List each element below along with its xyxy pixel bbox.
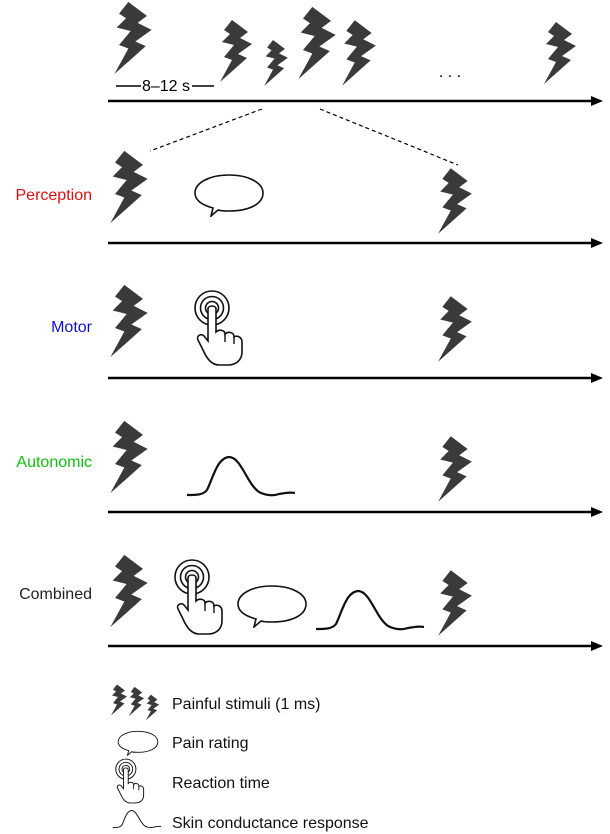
lightning-bolt-icon	[544, 22, 576, 84]
legend-item-rating: Pain rating	[117, 730, 249, 756]
legend-item-scr: Skin conductance response	[112, 810, 369, 832]
speech-bubble-icon	[237, 585, 307, 628]
lightning-bolt-icon	[438, 436, 472, 502]
touch-finger-icon	[174, 559, 223, 635]
legend-label: Pain rating	[172, 735, 249, 752]
lightning-bolt-icon	[110, 420, 148, 494]
legend-label: Reaction time	[172, 775, 270, 792]
touch-finger-icon	[194, 290, 243, 366]
lightning-bolt-icon	[264, 40, 288, 86]
lightning-bolt-icon	[342, 20, 376, 86]
scr-curve-icon	[112, 810, 162, 829]
condition-motor: Motor	[51, 284, 603, 383]
scr-curve-icon	[185, 455, 297, 497]
condition-label: Motor	[51, 319, 93, 336]
speech-bubble-icon	[117, 730, 159, 756]
zoom-line-left	[149, 108, 263, 152]
lightning-bolt-icon	[114, 2, 152, 74]
lightning-bolt-icon	[110, 554, 148, 628]
lightning-bolt-icon	[438, 168, 472, 234]
condition-perception: Perception	[16, 150, 603, 248]
lightning-bolt-icon	[220, 20, 252, 82]
legend-item-reaction: Reaction time	[115, 758, 270, 804]
lightning-bolt-icon	[298, 6, 336, 80]
lightning-bolt-icon	[438, 570, 472, 636]
condition-label: Perception	[16, 187, 93, 204]
condition-label: Autonomic	[16, 454, 92, 471]
condition-autonomic: Autonomic	[16, 420, 603, 517]
lightning-bolt-icon	[111, 684, 127, 716]
lightning-bolt-icon	[145, 694, 160, 721]
legend-label: Skin conductance response	[172, 815, 369, 832]
stimulus-train: 8–12 s . . .	[108, 2, 603, 106]
lightning-bolt-icon	[128, 686, 145, 717]
zoom-line-right	[319, 108, 459, 166]
touch-finger-icon	[115, 758, 145, 804]
legend-item-stimuli: Painful stimuli (1 ms)	[111, 684, 320, 721]
lightning-bolt-icon	[438, 296, 472, 362]
scr-curve-icon	[314, 589, 426, 631]
condition-combined: Combined	[19, 554, 603, 651]
legend: Painful stimuli (1 ms) Pain rating React…	[111, 684, 369, 832]
lightning-bolt-icon	[110, 150, 148, 224]
legend-label: Painful stimuli (1 ms)	[172, 696, 320, 713]
condition-label: Combined	[19, 586, 92, 603]
lightning-bolt-icon	[110, 284, 148, 358]
ellipsis: . . .	[439, 64, 461, 81]
speech-bubble-icon	[194, 174, 264, 217]
interval-label: 8–12 s	[142, 78, 190, 95]
